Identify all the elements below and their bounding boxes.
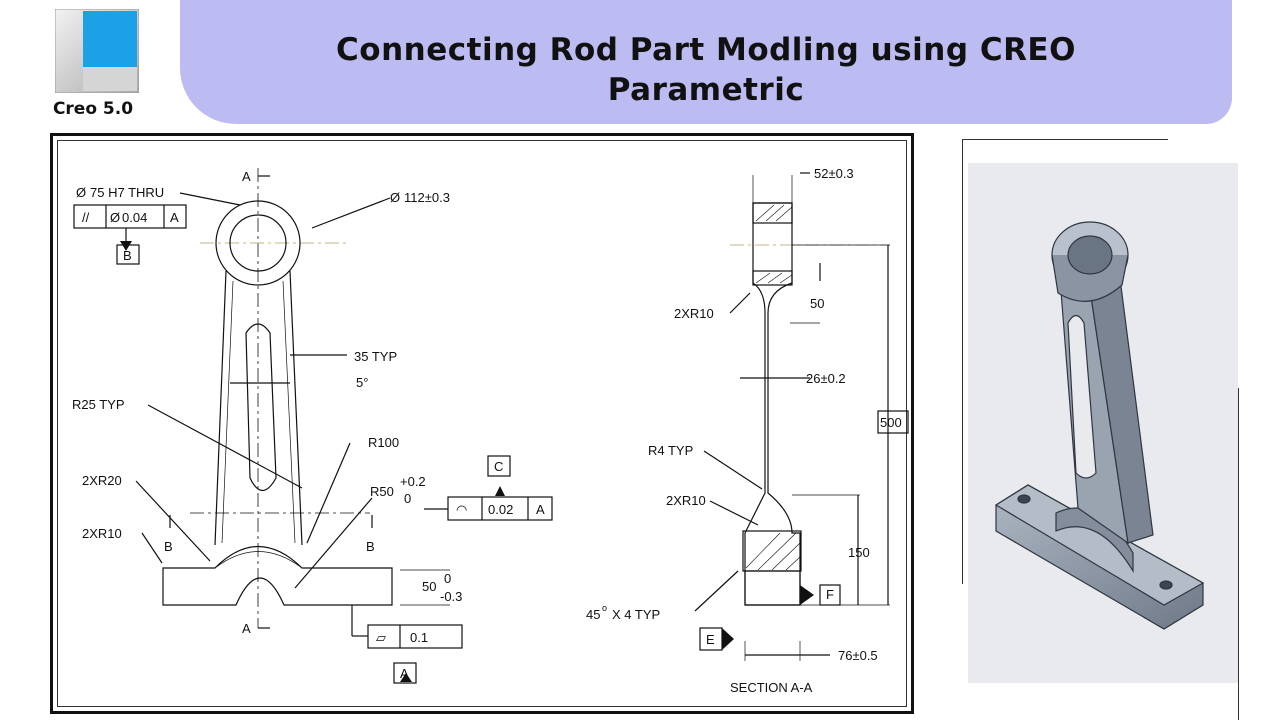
r25-label: R25 TYP	[72, 397, 125, 412]
engineering-drawing-frame	[50, 133, 914, 714]
logo-blue-square	[83, 11, 137, 67]
connecting-rod-3d-model	[994, 221, 1205, 630]
datum-a-label: A	[400, 666, 409, 681]
datum-e-label: E	[706, 632, 715, 647]
r4-label: R4 TYP	[648, 443, 693, 458]
title-banner: Connecting Rod Part Modling using CREO P…	[180, 0, 1232, 124]
title-line-1: Connecting Rod Part Modling using CREO	[336, 32, 1076, 68]
parallelism-datum-label: A	[170, 210, 179, 225]
height-50-label: 50	[422, 579, 436, 594]
base-76-label: 76±0.5	[838, 648, 878, 663]
section-view-title: SECTION A-A	[730, 680, 813, 695]
width-52-label: 52±0.3	[814, 166, 854, 181]
outer-diameter-label: 112±0.3	[404, 190, 450, 205]
logo-caption: Creo 5.0	[52, 99, 134, 119]
svg-text:Ø: Ø	[390, 190, 400, 205]
page-title: Connecting Rod Part Modling using CREO P…	[180, 30, 1232, 110]
svg-text:Ø: Ø	[76, 185, 86, 200]
bore-dimension-label: 75 H7 THRU	[90, 185, 164, 200]
r50-upper-tol: +0.2	[400, 474, 426, 489]
svg-text://: //	[82, 210, 90, 225]
section-r10-bottom-label: 2XR10	[666, 493, 706, 508]
svg-text:o: o	[602, 603, 607, 613]
chamfer-suffix-label: X 4 TYP	[612, 607, 660, 622]
datum-f-label: F	[826, 587, 834, 602]
slot-width-label: 35 TYP	[354, 349, 397, 364]
section-r10-top-label: 2XR10	[674, 306, 714, 321]
r50-label: R50	[370, 484, 394, 499]
section-label-a-top: A	[242, 169, 251, 184]
length-500-label: 500	[880, 415, 902, 430]
flatness-tolerance-label: 0.1	[410, 630, 428, 645]
creo-logo	[55, 9, 139, 93]
section-label-b-right: B	[366, 539, 375, 554]
chamfer-label: 45	[586, 607, 600, 622]
svg-text:Ø: Ø	[110, 210, 120, 225]
datum-b-label: B	[123, 248, 132, 263]
svg-text:◠: ◠	[456, 502, 467, 517]
r20-label: 2XR20	[82, 473, 122, 488]
height-150-label: 150	[848, 545, 870, 560]
engineering-drawing: A A Ø 75 H7 THRU // Ø 0.04 A B Ø 112±0.3…	[72, 166, 909, 695]
height-50-lower-tol: -0.3	[440, 589, 462, 604]
web-26-label: 26±0.2	[806, 371, 846, 386]
datum-c-label: C	[494, 459, 503, 474]
taper-angle-label: 5°	[356, 375, 368, 390]
height-50-upper-tol: 0	[444, 571, 451, 586]
parallelism-tolerance-label: 0.04	[122, 210, 147, 225]
section-label-b-left: B	[164, 539, 173, 554]
svg-text:▱: ▱	[376, 630, 386, 645]
section-label-a-bottom: A	[242, 621, 251, 636]
r10-label: 2XR10	[82, 526, 122, 541]
profile-tolerance-label: 0.02	[488, 502, 513, 517]
section-50-label: 50	[810, 296, 824, 311]
r50-lower-tol: 0	[404, 491, 411, 506]
profile-datum-label: A	[536, 502, 545, 517]
r100-label: R100	[368, 435, 399, 450]
title-line-2: Parametric	[607, 72, 805, 108]
